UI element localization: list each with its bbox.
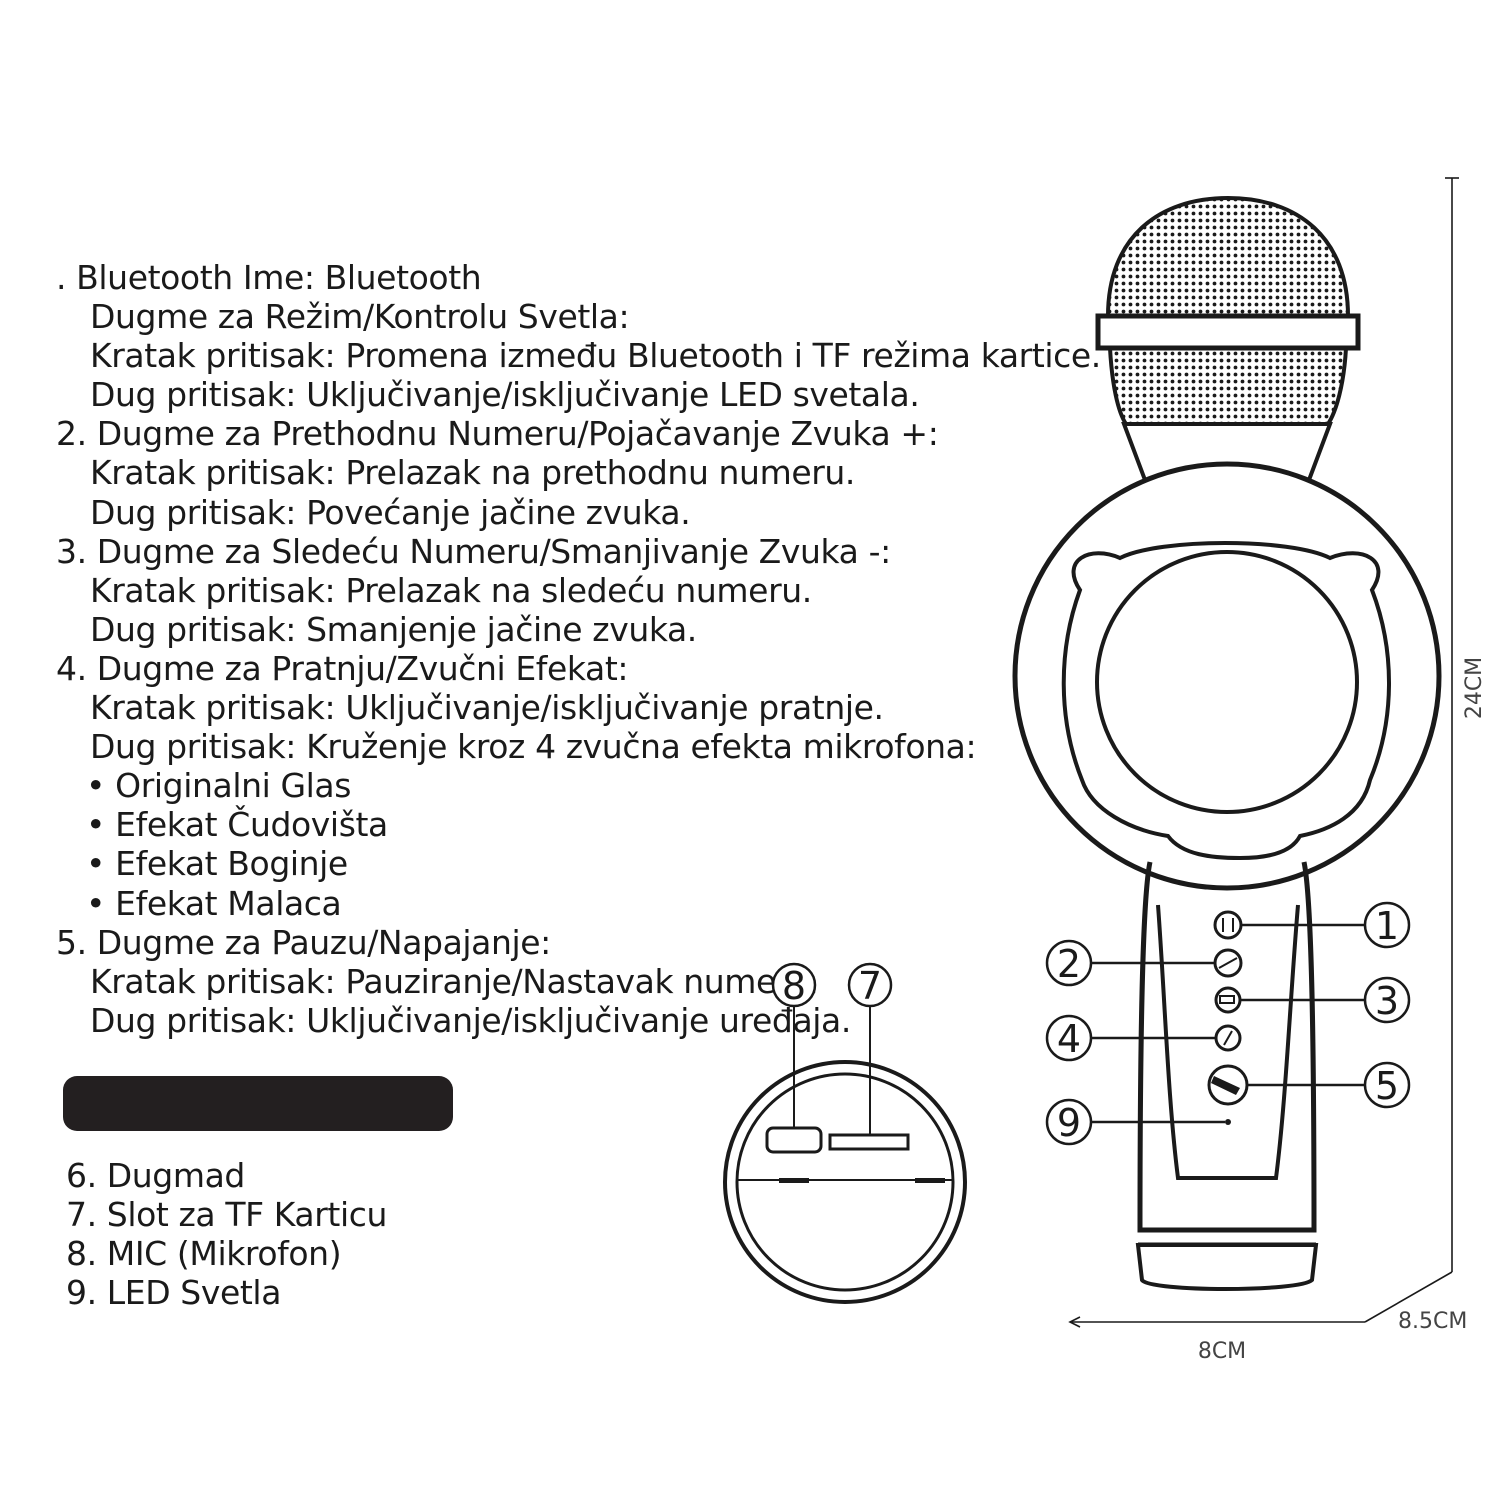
height-label: 24CM: [1462, 657, 1487, 719]
instruction-line: Kratak pritisak: Prelazak na prethodnu n…: [90, 453, 855, 493]
instruction-line: Dug pritisak: Kruženje kroz 4 zvučna efe…: [90, 727, 977, 767]
dimension-lines: [1068, 177, 1459, 1328]
button-next: [1214, 986, 1242, 1014]
instruction-bullet: • Efekat Boginje: [86, 844, 348, 884]
button-mode: [1213, 910, 1243, 940]
section-bar: [63, 1076, 453, 1131]
button-previous: [1213, 948, 1243, 978]
callout-5: 5: [1363, 1061, 1411, 1109]
callout-1: 1: [1363, 901, 1411, 949]
handle: [1135, 861, 1319, 1291]
legend-item: 7. Slot za TF Karticu: [66, 1195, 387, 1235]
callout-8: 8: [771, 962, 817, 1008]
instruction-line: Kratak pritisak: Uključivanje/isključiva…: [90, 688, 884, 728]
instruction-bullet: • Originalni Glas: [86, 766, 352, 806]
instruction-line: 5. Dugme za Pauzu/Napajanje:: [56, 922, 551, 962]
parts-legend: 6. Dugmad 7. Slot za TF Karticu 8. MIC (…: [66, 1156, 387, 1312]
legend-item: 6. Dugmad: [66, 1156, 245, 1195]
callout-7: 7: [847, 962, 893, 1008]
callout-2: 2: [1045, 939, 1093, 987]
mic-port: [765, 1126, 823, 1154]
callout-3: 3: [1363, 976, 1411, 1024]
instruction-line: Kratak pritisak: Prelazak na sledeću num…: [90, 570, 812, 610]
svg-text:5: 5: [1375, 1064, 1399, 1108]
width-label: 8CM: [1198, 1339, 1246, 1364]
svg-text:2: 2: [1057, 942, 1081, 986]
instruction-line: Dug pritisak: Uključivanje/isključivanje…: [90, 375, 920, 415]
callout-leaders: [1092, 923, 1364, 1124]
callout-9: 9: [1045, 1098, 1093, 1146]
button-power: [1207, 1064, 1249, 1106]
bottom-view: [723, 1006, 967, 1304]
button-effect: [1214, 1024, 1242, 1052]
svg-text:4: 4: [1057, 1017, 1081, 1061]
svg-text:8: 8: [782, 964, 806, 1008]
svg-text:1: 1: [1375, 904, 1399, 948]
instruction-line: Kratak pritisak: Promena između Bluetoot…: [90, 336, 1101, 376]
instruction-line: Dugme za Režim/Kontrolu Svetla:: [90, 297, 630, 337]
callout-4: 4: [1045, 1014, 1093, 1062]
legend-item: 9. LED Svetla: [66, 1273, 282, 1313]
instruction-line: Kratak pritisak: Pauziranje/Nastavak num…: [90, 961, 819, 1001]
instruction-bullet: • Efekat Čudovišta: [86, 805, 388, 845]
svg-text:3: 3: [1375, 979, 1399, 1023]
tf-card-slot: [828, 1133, 910, 1151]
instruction-line: 3. Dugme za Sledeću Numeru/Smanjivanje Z…: [56, 531, 891, 571]
instruction-line: Dug pritisak: Uključivanje/isključivanje…: [90, 1000, 851, 1040]
led-dot: [1225, 1119, 1231, 1125]
legend-item: 8. MIC (Mikrofon): [66, 1234, 342, 1274]
instruction-line: . Bluetooth Ime: Bluetooth: [56, 258, 482, 297]
instruction-line: Dug pritisak: Povećanje jačine zvuka.: [90, 492, 691, 532]
svg-text:7: 7: [858, 964, 882, 1008]
instruction-bullet: • Efekat Malaca: [86, 883, 342, 923]
depth-label: 8.5CM: [1398, 1309, 1467, 1334]
instruction-line: Dug pritisak: Smanjenje jačine zvuka.: [90, 609, 697, 649]
instruction-list: . Bluetooth Ime: Bluetooth Dugme za Reži…: [52, 258, 1112, 1040]
instruction-line: 2. Dugme za Prethodnu Numeru/Pojačavanje…: [56, 414, 939, 454]
svg-text:9: 9: [1057, 1101, 1081, 1145]
grille-head: [1095, 195, 1361, 426]
speaker-body: [1012, 461, 1442, 891]
instruction-line: 4. Dugme za Pratnju/Zvučni Efekat:: [56, 648, 629, 688]
